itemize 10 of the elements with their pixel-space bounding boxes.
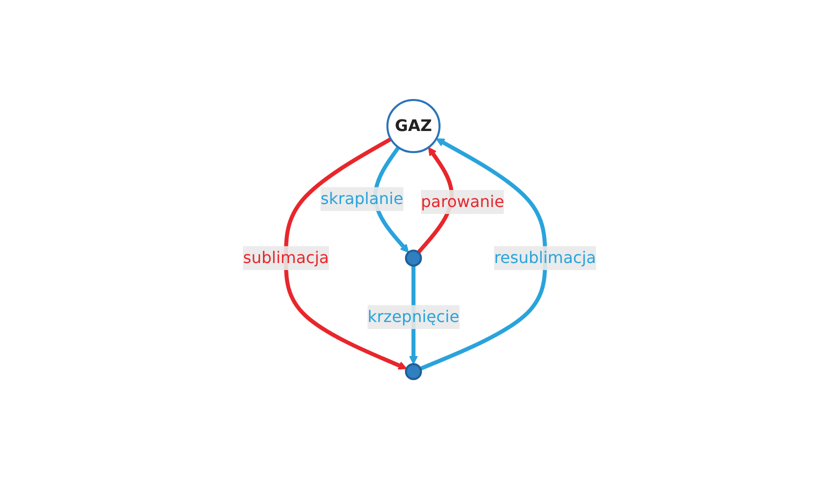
edge-label: skraplanie bbox=[320, 190, 404, 209]
edge-label: sublimacja bbox=[243, 248, 330, 268]
arrow bbox=[420, 138, 548, 372]
arrow bbox=[284, 138, 408, 370]
edge-label: parowanie bbox=[421, 192, 505, 212]
edge-label: krzepnięcie bbox=[368, 308, 460, 327]
edge-label: resublimacja bbox=[494, 248, 597, 268]
node-circle bbox=[405, 250, 422, 268]
node-circle: GAZ bbox=[386, 99, 441, 154]
node-circle bbox=[405, 364, 422, 381]
